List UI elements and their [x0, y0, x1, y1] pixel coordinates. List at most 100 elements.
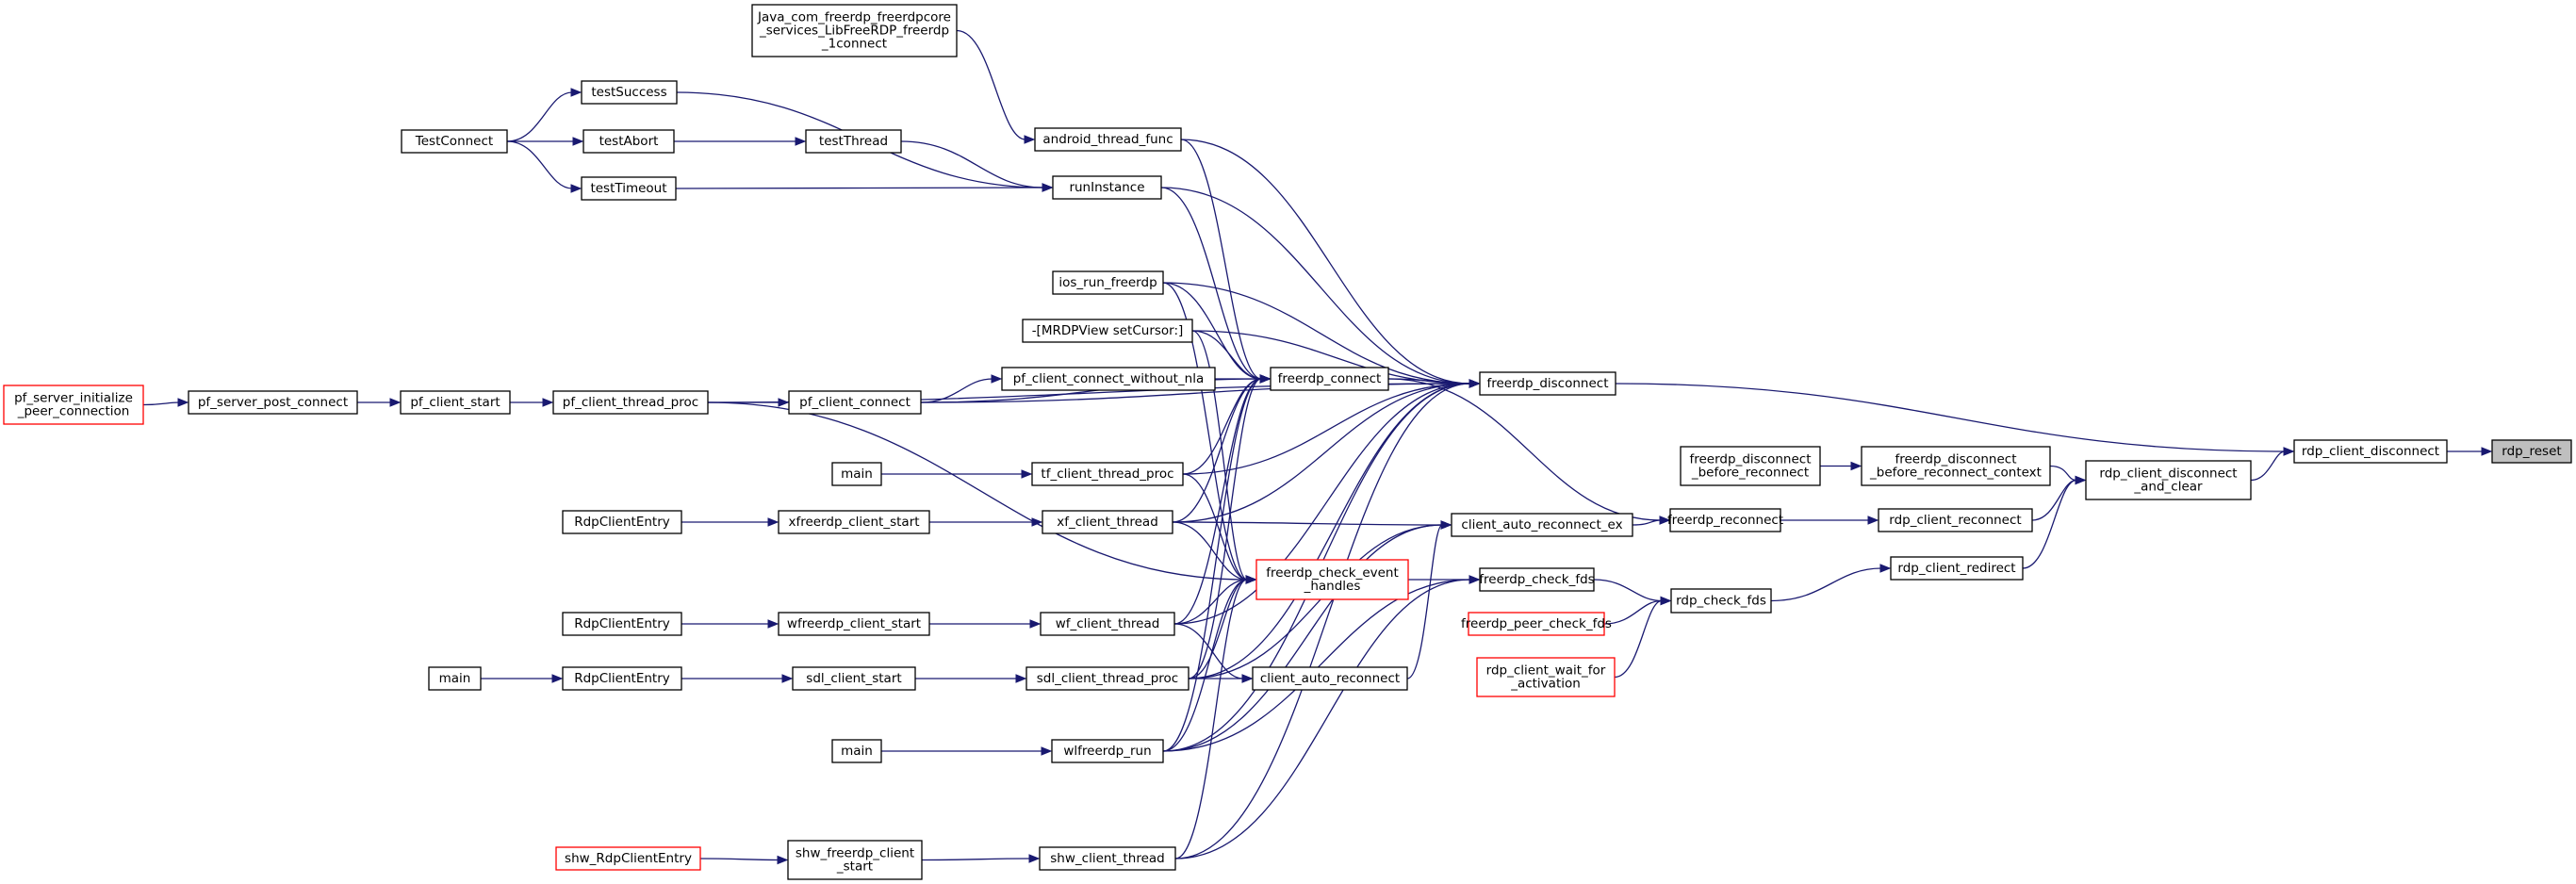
node-box	[582, 129, 675, 154]
edge-line	[1173, 383, 1471, 625]
node-box	[1680, 446, 1821, 486]
node-wlfreerdp-run[interactable]: wlfreerdp_run	[1051, 739, 1164, 763]
node-rdpcliententry-sdl[interactable]: RdpClientEntry	[562, 666, 682, 691]
node-testtimeout[interactable]: testTimeout	[581, 176, 677, 201]
node-wfreerdp-client-start[interactable]: wfreerdp_client_start	[778, 612, 930, 636]
edge-testconnect-to-testabort	[506, 137, 584, 146]
node-label: testAbort	[599, 134, 659, 149]
node-sdl-client-thread-proc[interactable]: sdl_client_thread_proc	[1025, 666, 1190, 691]
node-pf-client-start[interactable]: pf_client_start	[400, 390, 511, 415]
node-freerdp-reconnect[interactable]: freerdp_reconnect	[1667, 508, 1783, 532]
node-rdp-client-wait-for-activation[interactable]: rdp_client_wait_for_activation	[1476, 657, 1616, 697]
node-rdpcliententry-w[interactable]: RdpClientEntry	[562, 612, 682, 636]
node-shw-freerdp-client-start[interactable]: shw_freerdp_client_start	[787, 840, 923, 880]
edge-sdl-client-thread-proc-to-client-auto-reconnect	[1189, 674, 1254, 683]
node-label: runInstance	[1069, 180, 1144, 195]
node-mrdpview-setcursor[interactable]: -[MRDPView setCursor:]	[1022, 319, 1193, 343]
edge-wfreerdp-client-start-to-wf-client-thread	[929, 619, 1042, 629]
node-box	[831, 739, 882, 763]
node-box	[1451, 513, 1633, 537]
node-pf-server-initialize-peer-connection[interactable]: pf_server_initialize_peer_connection	[3, 385, 144, 425]
node-testthread[interactable]: testThread	[805, 129, 902, 154]
edge-tf-client-thread-proc-to-freerdp-check-event-handles	[1182, 473, 1257, 584]
node-rdp-client-reconnect[interactable]: rdp_client_reconnect	[1878, 508, 2033, 532]
node-freerdp-peer-check-fds[interactable]: freerdp_peer_check_fds	[1461, 612, 1612, 636]
node-pf-client-connect-without-nla[interactable]: pf_client_connect_without_nla	[1001, 367, 1216, 391]
node-freerdp-disconnect-before-reconnect[interactable]: freerdp_disconnect_before_reconnect	[1680, 446, 1821, 486]
node-sdl-client-start[interactable]: sdl_client_start	[792, 666, 916, 691]
edge-line	[1162, 579, 1248, 752]
edge-shw-client-thread-to-freerdp-disconnect	[1174, 379, 1481, 859]
node-rdpcliententry-x[interactable]: RdpClientEntry	[562, 510, 682, 534]
node-pf-client-thread-proc[interactable]: pf_client_thread_proc	[552, 390, 709, 415]
edge-line	[1162, 579, 1471, 752]
node-testabort[interactable]: testAbort	[582, 129, 675, 154]
node-freerdp-check-event-handles[interactable]: freerdp_check_event_handles	[1255, 559, 1409, 600]
edge-line	[1188, 383, 1471, 679]
node-xfreerdp-client-start[interactable]: xfreerdp_client_start	[778, 510, 930, 534]
node-label: shw_client_thread	[1050, 851, 1164, 866]
node-box	[2293, 439, 2448, 464]
node-box	[555, 846, 701, 871]
edge-pf-client-thread-proc-to-freerdp-check-event-handles	[707, 401, 1257, 584]
node-java-connect[interactable]: Java_com_freerdp_freerdpcore_services_Li…	[751, 4, 958, 57]
node-xf-client-thread[interactable]: xf_client_thread	[1042, 510, 1173, 534]
node-testsuccess[interactable]: testSuccess	[581, 80, 678, 105]
node-box	[428, 666, 482, 691]
arrowhead-icon	[389, 398, 402, 407]
arrowhead-icon	[1659, 516, 1671, 525]
edge-line	[1180, 139, 1471, 385]
node-label: _start	[836, 859, 873, 875]
edge-line	[1172, 378, 1262, 523]
node-tf-client-thread-proc[interactable]: tf_client_thread_proc	[1031, 462, 1184, 486]
node-rdp-client-disconnect[interactable]: rdp_client_disconnect	[2293, 439, 2448, 464]
node-main-wl[interactable]: main	[831, 739, 882, 763]
node-freerdp-connect[interactable]: freerdp_connect	[1270, 367, 1389, 391]
arrowhead-icon	[1259, 374, 1272, 384]
arrowhead-icon	[1879, 564, 1892, 573]
node-rdp-client-disconnect-and-clear[interactable]: rdp_client_disconnect_and_clear	[2085, 460, 2252, 500]
node-freerdp-disconnect-before-reconnect-context[interactable]: freerdp_disconnect_before_reconnect_cont…	[1861, 446, 2051, 486]
node-ios-run-freerdp[interactable]: ios_run_freerdp	[1052, 270, 1164, 295]
node-label: rdp_client_redirect	[1897, 561, 2015, 576]
node-main-sdl[interactable]: main	[428, 666, 482, 691]
edge-freerdp-disconnect-to-rdp-client-disconnect	[1615, 383, 2295, 456]
node-label: shw_freerdp_client	[796, 846, 914, 861]
node-box	[2085, 460, 2252, 500]
edge-pf-server-initialize-peer-connection-to-pf-server-post-connect	[142, 398, 189, 407]
node-pf-client-connect[interactable]: pf_client_connect	[788, 390, 922, 415]
node-box	[831, 462, 882, 486]
node-rdp-check-fds[interactable]: rdp_check_fds	[1670, 588, 1772, 614]
node-android-thread-func[interactable]: android_thread_func	[1034, 127, 1182, 152]
edge-testtimeout-to-runinstance	[675, 183, 1054, 192]
edge-runinstance-to-freerdp-disconnect	[1160, 187, 1481, 388]
arrowhead-icon	[1029, 619, 1042, 629]
node-runinstance[interactable]: runInstance	[1052, 175, 1162, 200]
node-shw-rdpcliententry[interactable]: shw_RdpClientEntry	[555, 846, 701, 871]
node-label: freerdp_reconnect	[1667, 513, 1783, 528]
node-rdp-client-redirect[interactable]: rdp_client_redirect	[1890, 556, 2024, 581]
arrowhead-icon	[767, 619, 779, 629]
edge-pf-client-connect-to-pf-client-connect-without-nla	[920, 374, 1003, 403]
node-shw-client-thread[interactable]: shw_client_thread	[1039, 846, 1176, 871]
node-client-auto-reconnect-ex[interactable]: client_auto_reconnect_ex	[1451, 513, 1633, 537]
node-label: freerdp_disconnect	[1487, 376, 1609, 391]
node-box	[787, 840, 923, 880]
node-box	[1052, 175, 1162, 200]
node-pf-server-post-connect[interactable]: pf_server_post_connect	[188, 390, 358, 415]
edge-line	[1174, 579, 1471, 859]
node-box	[1476, 657, 1616, 697]
node-testconnect[interactable]: TestConnect	[401, 129, 508, 154]
node-client-auto-reconnect[interactable]: client_auto_reconnect	[1252, 666, 1408, 691]
node-rdp-reset[interactable]: rdp_reset	[2491, 439, 2572, 464]
edge-xfreerdp-client-start-to-xf-client-thread	[929, 517, 1043, 527]
edge-line	[1172, 521, 1443, 526]
edge-rdp-client-wait-for-activation-to-rdp-check-fds	[1614, 596, 1672, 679]
node-freerdp-disconnect[interactable]: freerdp_disconnect	[1479, 371, 1616, 396]
node-label: xf_client_thread	[1057, 515, 1158, 530]
node-box	[1051, 739, 1164, 763]
edge-line	[1191, 330, 1262, 380]
node-freerdp-check-fds[interactable]: freerdp_check_fds	[1479, 567, 1595, 592]
node-main-tf[interactable]: main	[831, 462, 882, 486]
node-wf-client-thread[interactable]: wf_client_thread	[1040, 612, 1175, 636]
